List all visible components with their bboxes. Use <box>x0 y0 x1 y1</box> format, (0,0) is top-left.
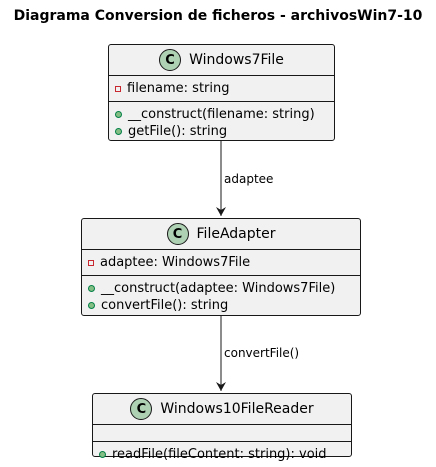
attributes-section: filename: string <box>109 75 334 101</box>
attribute-row: adaptee: Windows7File <box>88 254 354 271</box>
attribute-text: adaptee: Windows7File <box>100 255 251 270</box>
method-text: readFile(fileContent: string): void <box>112 447 327 462</box>
method-row: readFile(fileContent: string): void <box>99 446 345 463</box>
public-visibility-icon <box>88 285 95 292</box>
private-visibility-icon <box>115 85 121 92</box>
diagram-title: Diagrama Conversion de ficheros - archiv… <box>13 8 423 24</box>
edge-label-convertfile: convertFile() <box>224 346 300 360</box>
public-visibility-icon <box>99 451 106 458</box>
method-row: __construct(filename: string) <box>115 106 328 123</box>
attributes-section: adaptee: Windows7File <box>82 249 360 275</box>
method-row: convertFile(): string <box>88 297 354 314</box>
method-text: convertFile(): string <box>101 298 229 313</box>
class-badge-icon: C <box>130 398 153 420</box>
attribute-text: filename: string <box>127 81 230 96</box>
method-text: getFile(): string <box>128 124 228 139</box>
attributes-section <box>93 424 351 441</box>
class-windows10filereader[interactable]: C Windows10FileReader readFile(fileConte… <box>92 393 352 462</box>
methods-section: __construct(filename: string) getFile():… <box>109 101 334 144</box>
public-visibility-icon <box>88 302 95 309</box>
class-fileadapter[interactable]: C FileAdapter adaptee: Windows7File __co… <box>81 218 361 316</box>
class-badge-icon: C <box>159 49 182 71</box>
attribute-row: filename: string <box>115 80 328 97</box>
methods-section: __construct(adaptee: Windows7File) conve… <box>82 275 360 318</box>
class-name: Windows7File <box>189 52 284 68</box>
class-header: C Windows7File <box>109 45 334 75</box>
class-header: C FileAdapter <box>82 219 360 249</box>
class-windows7file[interactable]: C Windows7File filename: string __constr… <box>108 44 335 141</box>
method-row: __construct(adaptee: Windows7File) <box>88 280 354 297</box>
public-visibility-icon <box>115 111 122 118</box>
private-visibility-icon <box>88 259 94 266</box>
methods-section: readFile(fileContent: string): void <box>93 441 351 467</box>
method-text: __construct(adaptee: Windows7File) <box>101 281 336 296</box>
public-visibility-icon <box>115 128 122 135</box>
class-name: Windows10FileReader <box>160 401 314 417</box>
edge-label-adaptee: adaptee <box>224 172 274 186</box>
method-row: getFile(): string <box>115 123 328 140</box>
class-name: FileAdapter <box>196 226 276 242</box>
class-header: C Windows10FileReader <box>93 394 351 424</box>
class-badge-icon: C <box>166 223 189 245</box>
method-text: __construct(filename: string) <box>128 107 315 122</box>
